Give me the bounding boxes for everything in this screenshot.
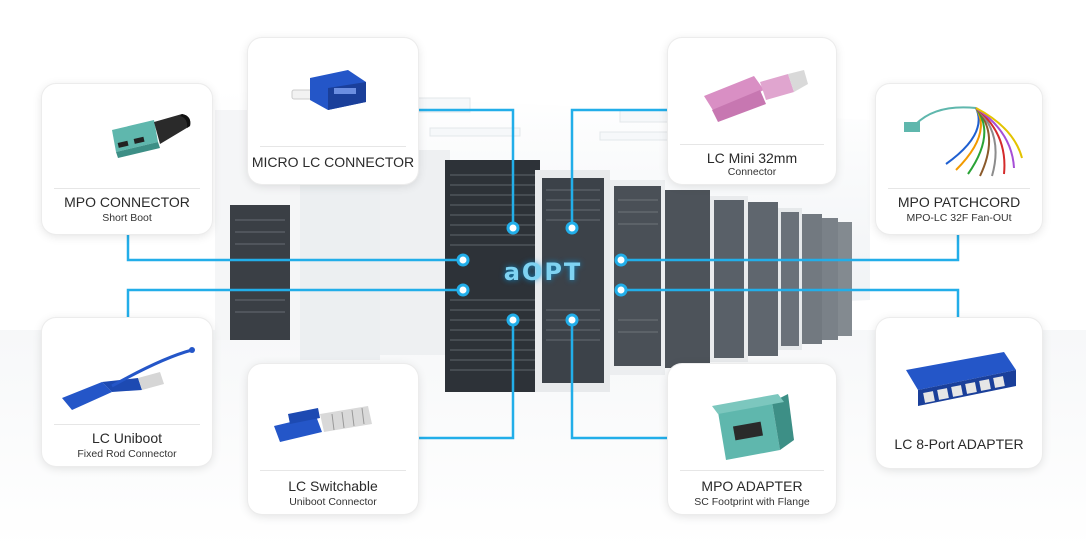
card-subtitle: SC Footprint with Flange bbox=[694, 496, 810, 508]
micro-lc-connector-icon bbox=[291, 70, 366, 110]
card-mpo-patchcord[interactable]: MPO PATCHCORD MPO-LC 32F Fan-OUt bbox=[876, 84, 1042, 234]
lc-mini-connector-icon bbox=[704, 70, 808, 122]
card-title: LC Uniboot bbox=[91, 430, 163, 446]
card-subtitle: Connector bbox=[727, 166, 777, 178]
aopt-logo: aOPT bbox=[503, 258, 583, 286]
card-title: MICRO LC CONNECTOR bbox=[251, 154, 415, 170]
card-title: LC Mini 32mm bbox=[706, 150, 798, 166]
card-subtitle: MPO-LC 32F Fan-OUt bbox=[906, 212, 1012, 224]
card-title: MPO ADAPTER bbox=[701, 478, 803, 494]
card-mpo-adapter[interactable]: MPO ADAPTER SC Footprint with Flange bbox=[668, 364, 836, 514]
card-mpo-connector[interactable]: MPO CONNECTOR Short Boot bbox=[42, 84, 212, 234]
lc-switchable-icon bbox=[274, 406, 372, 442]
card-title: LC Switchable bbox=[288, 478, 378, 494]
card-lc-mini-connector[interactable]: LC Mini 32mm Connector bbox=[668, 38, 836, 184]
card-lc-uniboot[interactable]: LC Uniboot Fixed Rod Connector bbox=[42, 318, 212, 466]
card-lc-8-port-adapter[interactable]: LC 8-Port ADAPTER bbox=[876, 318, 1042, 468]
mpo-connector-icon bbox=[112, 114, 191, 158]
mpo-patchcord-icon bbox=[904, 106, 1023, 177]
card-subtitle: Fixed Rod Connector bbox=[77, 448, 177, 460]
card-lc-switchable[interactable]: LC Switchable Uniboot Connector bbox=[248, 364, 418, 514]
lc-8-port-adapter-icon bbox=[906, 352, 1016, 406]
card-title: LC 8-Port ADAPTER bbox=[894, 436, 1024, 452]
card-subtitle: Short Boot bbox=[102, 212, 152, 224]
mpo-adapter-icon bbox=[712, 394, 794, 460]
card-title: MPO CONNECTOR bbox=[64, 194, 190, 210]
lc-uniboot-icon bbox=[62, 347, 195, 410]
card-title: MPO PATCHCORD bbox=[897, 194, 1021, 210]
card-subtitle: Uniboot Connector bbox=[289, 496, 377, 508]
card-micro-lc-connector[interactable]: MICRO LC CONNECTOR bbox=[248, 38, 418, 184]
